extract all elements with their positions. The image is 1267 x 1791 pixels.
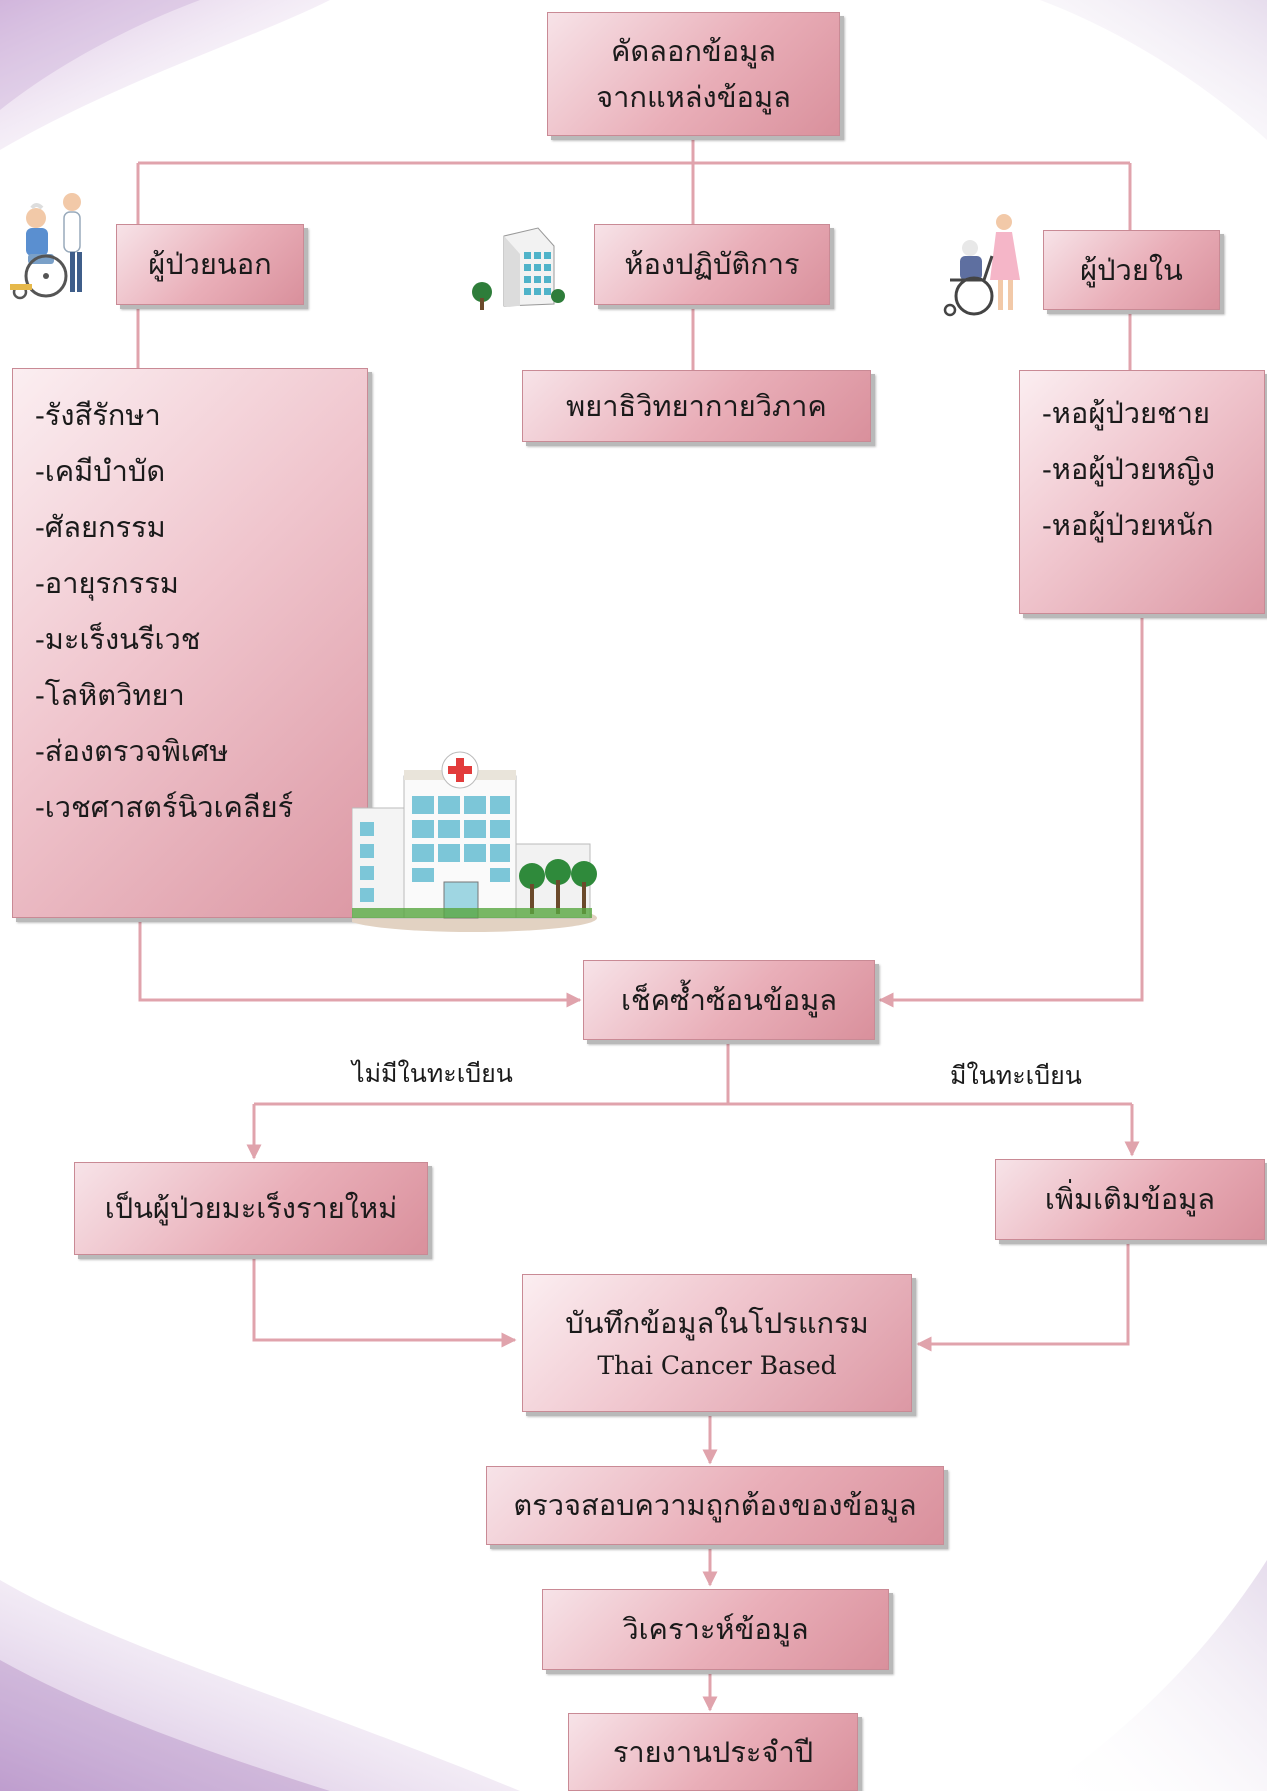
ward-item: -หอผู้ป่วยหญิง (1042, 452, 1215, 486)
branch-label-registered: มีในทะเบียน (950, 1061, 1082, 1090)
analyze-label: วิเคราะห์ข้อมูล (622, 1612, 809, 1647)
wards-box: -หอผู้ป่วยชาย -หอผู้ป่วยหญิง -หอผู้ป่วยห… (1019, 370, 1265, 614)
ward-item: -หอผู้ป่วยหนัก (1042, 508, 1214, 542)
outpatient-label: ผู้ป่วยนอก (148, 247, 272, 282)
record-box: บันทึกข้อมูลในโปรแกรม Thai Cancer Based (522, 1274, 912, 1412)
lab-box: ห้องปฏิบัติการ (594, 224, 830, 305)
outpatient-departments-box: -รังสีรักษา -เคมีบำบัด -ศัลยกรรม -อายุรก… (12, 368, 368, 918)
duplicate-check-box: เช็คซ้ำซ้อนข้อมูล (583, 960, 875, 1040)
dept-item: -รังสีรักษา (35, 398, 161, 432)
new-patient-box: เป็นผู้ป่วยมะเร็งรายใหม่ (74, 1162, 428, 1255)
pathology-box: พยาธิวิทยากายวิภาค (522, 370, 871, 442)
inpatient-box: ผู้ป่วยใน (1043, 230, 1220, 310)
hospital-icon (352, 751, 597, 932)
pathology-label: พยาธิวิทยากายวิภาค (566, 388, 827, 423)
connector-new-to-record (252, 1255, 517, 1348)
connector-wards-to-check (878, 614, 1144, 1008)
dept-item: -โลหิตวิทยา (35, 678, 185, 712)
add-info-box: เพิ่มเติมข้อมูล (995, 1159, 1265, 1240)
dept-item: -ส่องตรวจพิเศษ (35, 734, 229, 768)
report-label: รายงานประจำปี (612, 1734, 814, 1769)
duplicate-check-label: เช็คซ้ำซ้อนข้อมูล (620, 982, 837, 1017)
lab-building-icon (472, 227, 565, 310)
dept-item: -อายุรกรรม (35, 566, 179, 600)
copy-data-box: คัดลอกข้อมูล จากแหล่งข้อมูล (547, 12, 840, 136)
dept-item: -มะเร็งนรีเวช (35, 622, 201, 656)
connector-depts-to-check (138, 918, 582, 1008)
branch-label-not-registered: ไม่มีในทะเบียน (352, 1059, 513, 1088)
report-box: รายงานประจำปี (568, 1713, 858, 1791)
outpatient-box: ผู้ป่วยนอก (116, 224, 304, 305)
verify-box: ตรวจสอบความถูกต้องของข้อมูล (486, 1466, 944, 1545)
wheelchair-patient-icon (10, 193, 82, 300)
verify-label: ตรวจสอบความถูกต้องของข้อมูล (513, 1488, 917, 1523)
connector-add-to-record (916, 1240, 1130, 1352)
record-line2: Thai Cancer Based (597, 1351, 837, 1381)
ward-item: -หอผู้ป่วยชาย (1042, 396, 1210, 430)
inpatient-label: ผู้ป่วยใน (1080, 252, 1183, 287)
copy-data-line1: คัดลอกข้อมูล (610, 33, 777, 68)
dept-item: -ศัลยกรรม (35, 510, 166, 544)
lab-label: ห้องปฏิบัติการ (624, 247, 800, 282)
copy-data-line2: จากแหล่งข้อมูล (596, 80, 791, 114)
record-line1: บันทึกข้อมูลในโปรแกรม (565, 1305, 869, 1340)
new-patient-label: เป็นผู้ป่วยมะเร็งรายใหม่ (104, 1191, 398, 1226)
dept-item: -เวชศาสตร์นิวเคลียร์ (35, 790, 294, 824)
add-info-label: เพิ่มเติมข้อมูล (1044, 1182, 1216, 1217)
nurse-wheelchair-icon (943, 214, 1020, 317)
analyze-box: วิเคราะห์ข้อมูล (542, 1589, 889, 1670)
dept-item: -เคมีบำบัด (35, 454, 166, 488)
